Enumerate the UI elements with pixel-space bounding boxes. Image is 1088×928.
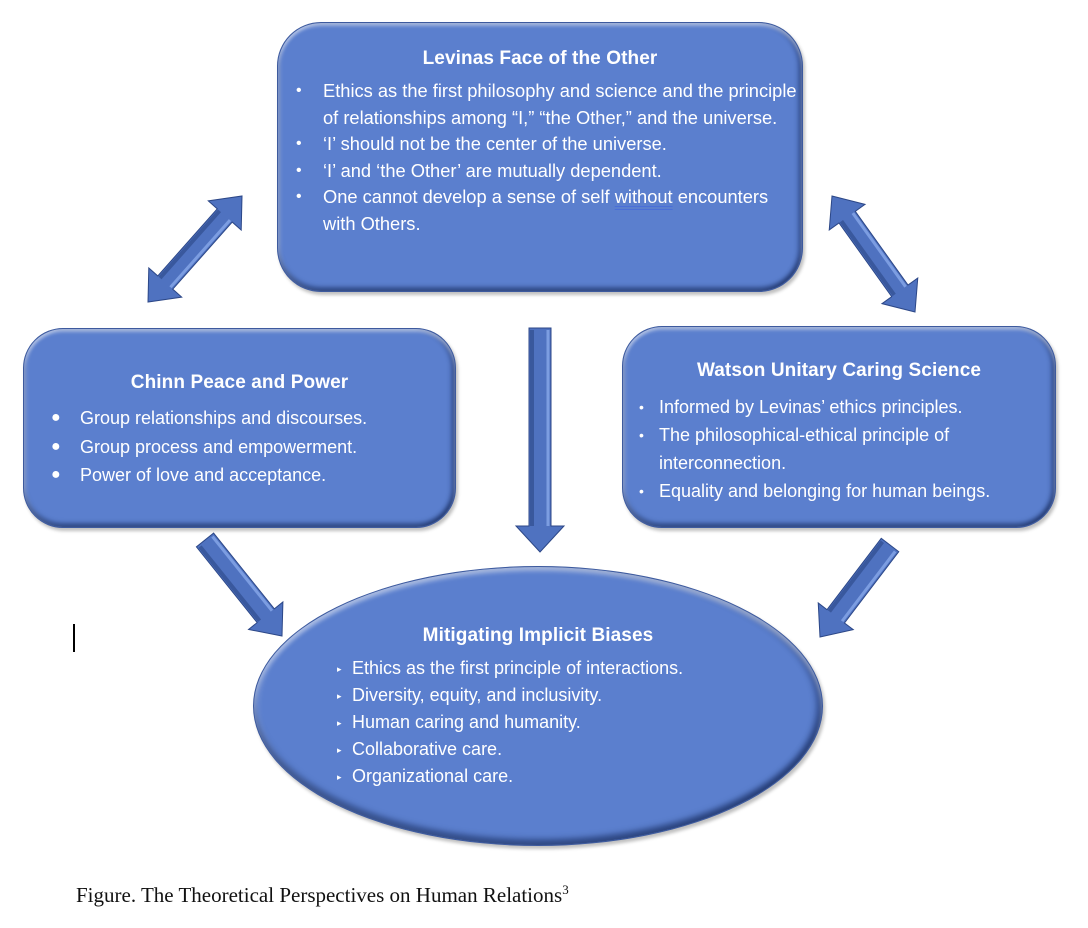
list-item: ▸Organizational care. (337, 763, 822, 790)
arrow-highlight (840, 550, 897, 623)
arrow-shadow (827, 540, 885, 613)
arrow-icon (817, 537, 900, 638)
bullet-icon: ▸ (337, 718, 342, 728)
grammar-flagged-word[interactable]: without (614, 186, 673, 208)
list-item: ▸Ethics as the first principle of intera… (337, 655, 822, 682)
arrow-shadow (198, 545, 262, 622)
text-cursor (73, 624, 75, 652)
arrow-shadow (158, 209, 222, 280)
arrow-highlight (851, 212, 907, 288)
arrow-watson-to-mitigating (817, 537, 900, 638)
node-title: Mitigating Implicit Biases (422, 625, 654, 646)
node-levinas-face-of-the-other: Levinas Face of the Other •Ethics as the… (277, 22, 803, 292)
caption-superscript: 3 (562, 882, 569, 897)
arrow-highlight (169, 219, 232, 289)
list-item: ▸Collaborative care. (337, 736, 822, 763)
bullet-icon: ▸ (337, 664, 342, 674)
bullet-icon: ▸ (337, 772, 342, 782)
node-bullet-list: •Ethics as the first philosophy and scie… (296, 78, 802, 238)
bullet-icon: ● (51, 409, 61, 426)
double-arrow-icon (147, 195, 243, 303)
node-chinn-peace-and-power: Chinn Peace and Power ●Group relationshi… (23, 328, 456, 528)
arrow-levinas-to-watson (828, 195, 919, 313)
arrow-highlight (211, 535, 274, 612)
arrow-chinn-to-mitigating (195, 532, 284, 637)
list-item: •One cannot develop a sense of self with… (296, 186, 769, 234)
bullet-icon: • (639, 427, 644, 443)
node-bullet-list: ●Group relationships and discourses. ●Gr… (51, 404, 455, 490)
node-mitigating-implicit-biases: Mitigating Implicit Biases ▸Ethics as th… (253, 566, 823, 846)
bullet-icon: ● (51, 437, 61, 455)
bullet-icon: • (296, 161, 302, 179)
list-item: ●Group process and empowerment. (51, 433, 455, 462)
node-title: Chinn Peace and Power (130, 372, 349, 393)
bullet-icon: • (639, 483, 644, 499)
node-bullet-list: ▸Ethics as the first principle of intera… (337, 655, 822, 790)
node-title: Watson Unitary Caring Science (696, 360, 982, 381)
bullet-icon: • (639, 399, 644, 415)
figure-caption: Figure. The Theoretical Perspectives on … (76, 882, 569, 907)
list-item: •Ethics as the first philosophy and scie… (296, 80, 797, 128)
double-arrow-icon (828, 195, 919, 313)
list-item: ▸Diversity, equity, and inclusivity. (337, 682, 822, 709)
arrow-icon (514, 327, 566, 553)
arrow-levinas-to-mitigating (514, 327, 566, 553)
bullet-icon: ● (51, 466, 61, 483)
list-item: •The philosophical-ethical principle of … (639, 421, 1055, 477)
list-item: •‘I’ should not be the center of the uni… (296, 131, 802, 158)
bullet-icon: ▸ (337, 745, 342, 755)
node-title: Levinas Face of the Other (422, 48, 658, 69)
arrow-icon (195, 532, 284, 637)
node-bullet-list: •Informed by Levinas’ ethics principles.… (639, 393, 1055, 505)
list-item: ●Group relationships and discourses. (51, 404, 455, 433)
list-item: ●Power of love and acceptance. (51, 461, 455, 490)
list-item: •‘I’ and ‘the Other’ are mutually depend… (296, 158, 802, 185)
node-watson-unitary-caring-science: Watson Unitary Caring Science •Informed … (622, 326, 1056, 528)
arrow-shadow (839, 220, 896, 297)
list-item: •Informed by Levinas’ ethics principles. (639, 393, 1055, 421)
bullet-icon: • (296, 82, 302, 99)
list-item: •Equality and belonging for human beings… (639, 477, 1055, 505)
list-item: ▸Human caring and humanity. (337, 709, 822, 736)
arrow-levinas-to-chinn (147, 195, 243, 303)
bullet-icon: ▸ (337, 691, 342, 701)
bullet-icon: • (296, 135, 302, 153)
bullet-icon: • (296, 188, 302, 206)
